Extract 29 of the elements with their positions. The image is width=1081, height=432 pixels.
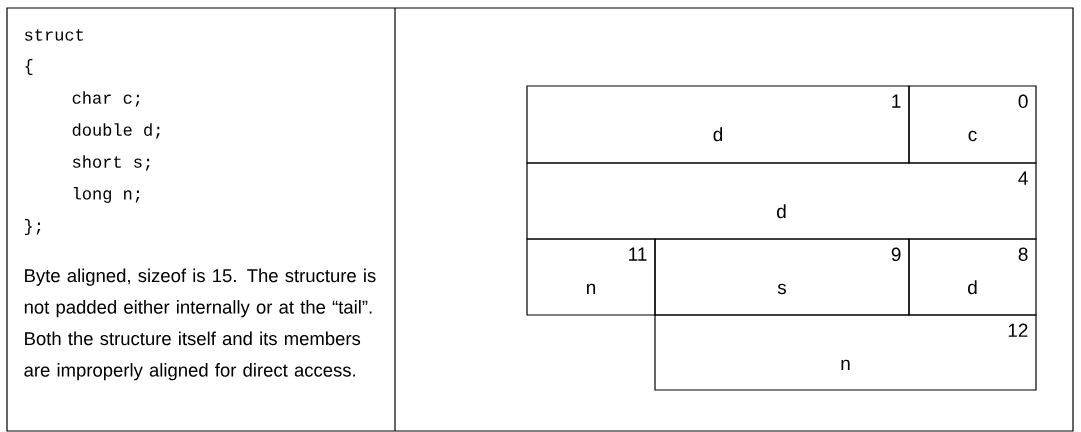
member-name: n bbox=[841, 359, 850, 370]
code-line: double d; bbox=[72, 123, 160, 139]
member-name: c bbox=[968, 130, 977, 142]
member-name: d bbox=[713, 127, 723, 142]
memory-cell bbox=[654, 314, 1037, 391]
member-name: d bbox=[777, 204, 786, 219]
code-line: { bbox=[25, 59, 33, 75]
offset-number: 8 bbox=[1018, 247, 1028, 262]
member-name: d bbox=[968, 280, 977, 295]
memory-cell bbox=[908, 85, 1037, 164]
offset-number: 1 bbox=[892, 94, 901, 108]
offset-number: 12 bbox=[1008, 323, 1028, 337]
member-name: s bbox=[777, 283, 787, 295]
code-line: struct bbox=[25, 29, 84, 41]
offset-number: 9 bbox=[891, 247, 901, 262]
memory-cell bbox=[526, 85, 910, 164]
description-paragraph: Byte aligned, sizeof is 15. The structure is not padded either internally or at the “tail”. Both the structure itself and its members are improperly aligned for direct access. bbox=[24, 268, 376, 381]
memory-cell bbox=[654, 238, 910, 316]
offset-number: 11 bbox=[629, 247, 647, 261]
memory-cell bbox=[526, 162, 1037, 240]
code-line: short s; bbox=[73, 155, 150, 171]
memory-cell bbox=[908, 238, 1037, 316]
code-line: char c; bbox=[72, 91, 140, 107]
offset-number: 4 bbox=[1018, 171, 1028, 185]
memory-cell bbox=[526, 238, 656, 316]
code-line: long n; bbox=[73, 187, 140, 203]
code-line: }; bbox=[25, 219, 41, 235]
offset-number: 0 bbox=[1018, 94, 1028, 109]
member-name: n bbox=[587, 283, 596, 294]
